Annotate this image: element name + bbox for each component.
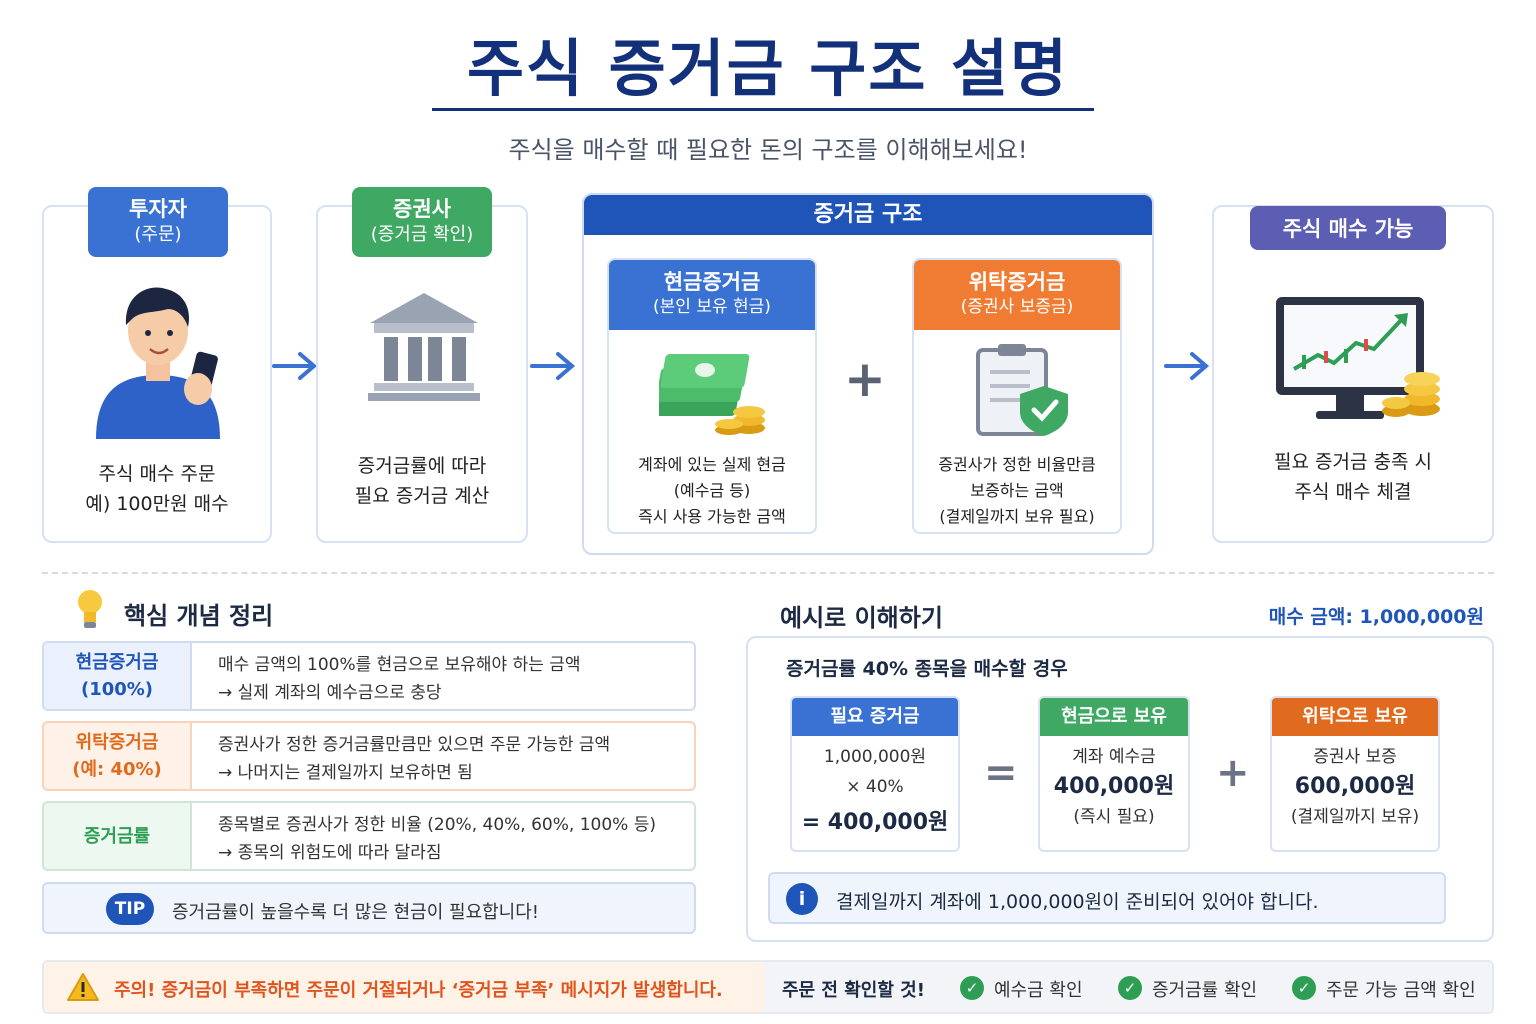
required-line2: × 40% [846, 777, 904, 797]
warning-triangle-icon [67, 973, 99, 1001]
trust-hold-line3: (결제일까지 보유) [1290, 807, 1420, 827]
investor-line1: 주식 매수 주문 [98, 463, 216, 485]
cash-margin-line2: (예수금 등) [673, 481, 751, 500]
trust-margin-line2: 보증하는 금액 [970, 481, 1064, 500]
trust-margin-line1: 증권사가 정한 비율만큼 [938, 455, 1096, 474]
broker-title: 증권사 [393, 197, 451, 221]
concept-row-trust: 위탁증거금 (예: 40%) 증권사가 정한 증거금률만큼만 있으면 주문 가능… [42, 721, 696, 791]
cash-hold-line1: 계좌 예수금 [1072, 747, 1156, 767]
concept-label: 현금증거금 [75, 652, 159, 673]
page-title: 주식 증거금 구조 설명 [466, 32, 1070, 105]
cash-margin-line1: 계좌에 있는 실제 현금 [638, 455, 786, 474]
concept-row-cash: 현금증거금 (100%) 매수 금액의 100%를 현금으로 보유해야 하는 금… [42, 641, 696, 711]
flow-arrow-icon [272, 352, 318, 380]
warning-text: 주의! 증거금이 부족하면 주문이 거절되거나 ‘증거금 부족’ 메시지가 발생… [114, 980, 723, 1001]
concept-desc: 증권사가 정한 증거금률만큼만 있으면 주문 가능한 금액 [218, 735, 611, 755]
trust-hold-box: 위탁으로 보유 증권사 보증 600,000원 (결제일까지 보유) [1270, 696, 1440, 852]
investor-badge: 투자자 (주문) [88, 187, 228, 257]
concept-label-sub: (100%) [80, 679, 154, 700]
flow-arrow-icon [530, 352, 576, 380]
concept-row-rate: 증거금률 종목별로 증권사가 정한 비율 (20%, 40%, 60%, 100… [42, 801, 696, 871]
concept-desc-note: → 나머지는 결제일까지 보유하면 됨 [218, 763, 473, 783]
required-result: = 400,000원 [801, 810, 949, 835]
person-with-phone-icon [96, 287, 220, 439]
check-icon: ✓ [1118, 976, 1142, 1000]
buy-possible-card: 필요 증거금 충족 시 주식 매수 체결 [1212, 205, 1494, 543]
title-underline [432, 108, 1094, 111]
margin-structure-title: 증거금 구조 [813, 202, 923, 227]
trust-margin-card: 위탁증거금 (증권사 보증금) 증권사가 정한 비율만큼 보증하는 금액 (결제… [912, 258, 1122, 534]
check-margin-rate: 증거금률 확인 [1152, 980, 1258, 1001]
broker-sub: (증거금 확인) [370, 224, 474, 246]
example-title: 예시로 이해하기 [780, 604, 943, 632]
warning-bar: 주의! 증거금이 부족하면 주문이 거절되거나 ‘증거금 부족’ 메시지가 발생… [42, 960, 1494, 1014]
concept-label: 위탁증거금 [75, 732, 159, 753]
check-deposit: 예수금 확인 [994, 980, 1083, 1001]
investor-sub: (주문) [134, 224, 182, 246]
broker-badge: 증권사 (증거금 확인) [352, 187, 492, 257]
broker-line2: 필요 증거금 계산 [354, 485, 490, 507]
info-box: i 결제일까지 계좌에 1,000,000원이 준비되어 있어야 합니다. [768, 872, 1446, 924]
cash-margin-card: 현금증거금 (본인 보유 현금) 계좌에 있는 실제 현금 (예수금 등) 즉시… [607, 258, 817, 534]
buy-line1: 필요 증거금 충족 시 [1274, 451, 1432, 473]
cash-margin-line3: 즉시 사용 가능한 금액 [638, 507, 786, 526]
equals-sign: = [984, 750, 1018, 796]
trust-hold-value: 600,000원 [1294, 774, 1416, 799]
cash-margin-title: 현금증거금 [663, 270, 761, 294]
cash-hold-value: 400,000원 [1053, 774, 1175, 799]
lightbulb-icon [78, 590, 102, 628]
cash-margin-sub: (본인 보유 현금) [653, 297, 771, 318]
tip-box: TIP 증거금률이 높을수록 더 많은 현금이 필요합니다! [42, 882, 696, 934]
trust-margin-line3: (결제일까지 보유 필요) [939, 507, 1095, 526]
page-subtitle: 주식을 매수할 때 필요한 돈의 구조를 이해해보세요! [508, 136, 1028, 164]
check-order-amount: 주문 가능 금액 확인 [1326, 980, 1476, 1001]
bank-building-icon [368, 293, 480, 401]
tip-badge: TIP [106, 893, 154, 925]
trust-margin-title: 위탁증거금 [968, 270, 1066, 294]
cash-hold-box: 현금으로 보유 계좌 예수금 400,000원 (즉시 필요) [1038, 696, 1190, 852]
trust-hold-title: 위탁으로 보유 [1272, 698, 1438, 736]
buy-badge: 주식 매수 가능 [1250, 206, 1446, 250]
trust-hold-line1: 증권사 보증 [1313, 747, 1397, 767]
flow-arrow-icon [1164, 352, 1210, 380]
investor-title: 투자자 [129, 197, 187, 221]
info-icon: i [786, 883, 818, 915]
money-stack-icon [659, 354, 765, 435]
example-amount: 매수 금액: 1,000,000원 [1268, 606, 1484, 628]
info-text: 결제일까지 계좌에 1,000,000원이 준비되어 있어야 합니다. [836, 891, 1319, 913]
cash-hold-title: 현금으로 보유 [1040, 698, 1188, 736]
investor-line2: 예) 100만원 매수 [85, 493, 229, 515]
tip-text: 증거금률이 높을수록 더 많은 현금이 필요합니다! [172, 902, 540, 923]
buy-title: 주식 매수 가능 [1282, 217, 1414, 241]
concept-desc-note: → 종목의 위험도에 따라 달라짐 [218, 843, 442, 863]
required-margin-box: 필요 증거금 1,000,000원 × 40% = 400,000원 [790, 696, 960, 852]
key-concepts-title: 핵심 개념 정리 [124, 602, 274, 630]
plus-sign: + [1216, 750, 1250, 796]
clipboard-shield-icon [976, 344, 1068, 436]
concept-label-sub: (예: 40%) [72, 759, 162, 780]
investor-card: 주식 매수 주문 예) 100만원 매수 [42, 205, 272, 543]
concept-desc-note: → 실제 계좌의 예수금으로 충당 [218, 683, 442, 703]
example-scenario: 증거금률 40% 종목을 매수할 경우 [786, 658, 1068, 680]
broker-line1: 증거금률에 따라 [357, 455, 487, 477]
structure-plus: + [844, 350, 886, 408]
concept-desc: 종목별로 증권사가 정한 비율 (20%, 40%, 60%, 100% 등) [218, 815, 656, 835]
concept-desc: 매수 금액의 100%를 현금으로 보유해야 하는 금액 [218, 655, 581, 675]
required-line1: 1,000,000원 [823, 747, 927, 767]
concept-label: 증거금률 [83, 825, 151, 847]
check-icon: ✓ [960, 976, 984, 1000]
section-divider [42, 572, 1494, 574]
trust-margin-sub: (증권사 보증금) [960, 297, 1074, 318]
stock-chart-monitor-icon [1276, 297, 1440, 419]
cash-hold-line3: (즉시 필요) [1073, 807, 1155, 827]
check-icon: ✓ [1292, 976, 1316, 1000]
checklist-title: 주문 전 확인할 것! [782, 980, 925, 1001]
buy-line2: 주식 매수 체결 [1294, 481, 1412, 503]
required-margin-title: 필요 증거금 [792, 698, 958, 736]
margin-structure-header: 증거금 구조 [584, 195, 1152, 235]
example-card [746, 636, 1494, 942]
